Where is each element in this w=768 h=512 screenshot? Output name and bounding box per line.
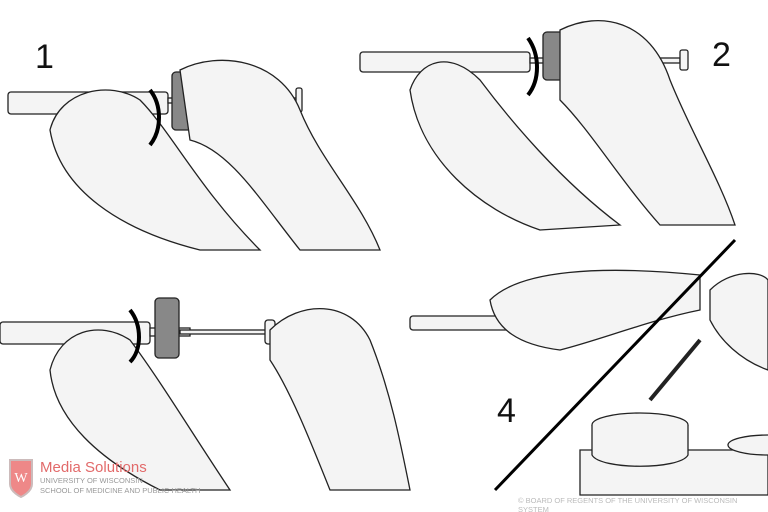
panel-2-hand-right xyxy=(559,19,736,226)
logo-line-1: UNIVERSITY OF WISCONSIN xyxy=(40,476,143,485)
panel-2-hand-left xyxy=(409,61,622,231)
panel-3-hand-right xyxy=(269,308,411,491)
logo-line-2: SCHOOL OF MEDICINE AND PUBLIC HEALTH xyxy=(40,486,201,495)
uw-crest-icon: W xyxy=(9,459,33,498)
panel-1-hand-left xyxy=(49,89,262,251)
panel-4-needle-and-vial xyxy=(579,272,768,496)
panel-1-hand-right xyxy=(179,59,381,251)
step-number-1: 1 xyxy=(35,38,54,76)
panel-3-hand-left xyxy=(49,329,232,491)
logo-title: Media Solutions xyxy=(40,459,147,476)
step-number-2: 2 xyxy=(712,36,731,74)
copyright-text: © BOARD OF REGENTS OF THE UNIVERSITY OF … xyxy=(518,496,738,512)
media-solutions-logo: W Media Solutions UNIVERSITY OF WISCONSI… xyxy=(8,458,200,498)
svg-text:W: W xyxy=(14,471,28,486)
step-number-4: 4 xyxy=(497,392,516,430)
